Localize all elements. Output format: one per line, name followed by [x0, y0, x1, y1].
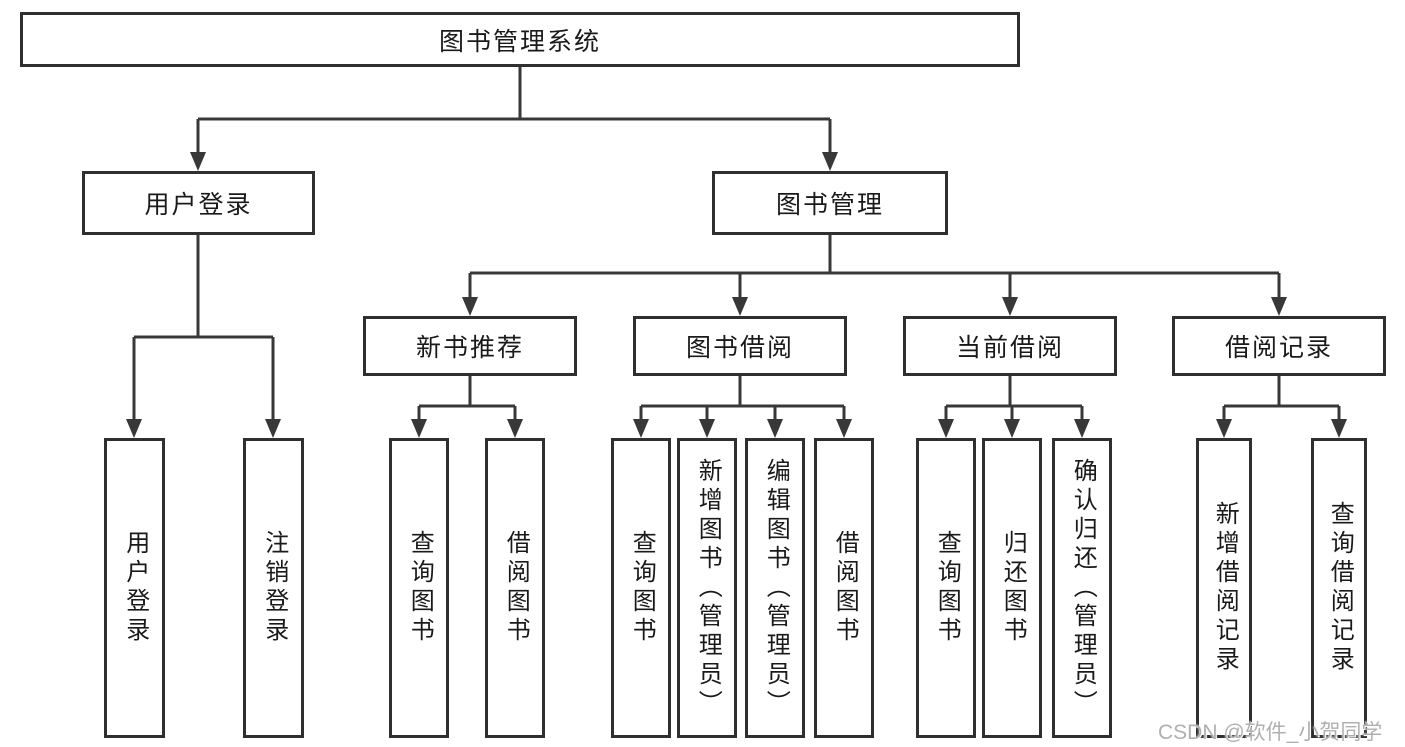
- leaf-add-book-admin: 新增图书（管理员）: [677, 438, 737, 738]
- arrow-down-icon: [699, 419, 715, 438]
- node-user-login: 用户登录: [82, 171, 315, 235]
- connector-new-book: [417, 376, 517, 421]
- node-book-borrow: 图书借阅: [633, 316, 847, 376]
- leaf-user-login: 用户登录: [104, 438, 165, 738]
- csdn-watermark: CSDN @软件_小贺同学: [1158, 721, 1383, 744]
- arrow-down-icon: [732, 297, 748, 316]
- arrow-down-icon: [411, 419, 427, 438]
- arrow-down-icon: [462, 297, 478, 316]
- node-current-borrow: 当前借阅: [903, 316, 1117, 376]
- leaf-query-books-newbook: 查询图书: [389, 438, 449, 738]
- connector-root: [196, 67, 832, 154]
- connector-records: [1222, 376, 1341, 421]
- node-borrow-records: 借阅记录: [1172, 316, 1386, 376]
- connector-book-management: [468, 235, 1281, 299]
- leaf-edit-book-admin: 编辑图书（管理员）: [745, 438, 805, 738]
- arrow-down-icon: [836, 419, 852, 438]
- leaf-borrow-books-newbook: 借阅图书: [485, 438, 545, 738]
- connector-current: [944, 376, 1084, 421]
- leaf-borrow-books: 借阅图书: [814, 438, 874, 738]
- arrow-down-icon: [265, 419, 281, 438]
- leaf-confirm-return-admin: 确认归还（管理员）: [1052, 438, 1112, 738]
- arrow-down-icon: [1331, 419, 1347, 438]
- leaf-return-book: 归还图书: [982, 438, 1042, 738]
- arrow-down-icon: [633, 419, 649, 438]
- connector-borrow: [639, 376, 846, 421]
- leaf-query-books-borrow: 查询图书: [611, 438, 671, 738]
- arrow-down-icon: [822, 152, 838, 171]
- arrow-down-icon: [1271, 297, 1287, 316]
- arrowhead-icons: [126, 152, 1347, 438]
- arrow-down-icon: [507, 419, 523, 438]
- arrow-down-icon: [126, 419, 142, 438]
- leaf-query-borrow-record: 查询借阅记录: [1311, 438, 1367, 738]
- arrow-down-icon: [938, 419, 954, 438]
- arrow-down-icon: [1002, 297, 1018, 316]
- leaf-logout: 注销登录: [243, 438, 304, 738]
- node-library-system-root: 图书管理系统: [20, 12, 1020, 67]
- node-book-management: 图书管理: [712, 171, 948, 235]
- arrow-down-icon: [1074, 419, 1090, 438]
- connector-user-login: [132, 235, 275, 421]
- node-new-book-recommend: 新书推荐: [363, 316, 577, 376]
- arrow-down-icon: [190, 152, 206, 171]
- leaf-query-books-current: 查询图书: [916, 438, 976, 738]
- arrow-down-icon: [1216, 419, 1232, 438]
- arrow-down-icon: [767, 419, 783, 438]
- leaf-add-borrow-record: 新增借阅记录: [1196, 438, 1252, 738]
- arrow-down-icon: [1004, 419, 1020, 438]
